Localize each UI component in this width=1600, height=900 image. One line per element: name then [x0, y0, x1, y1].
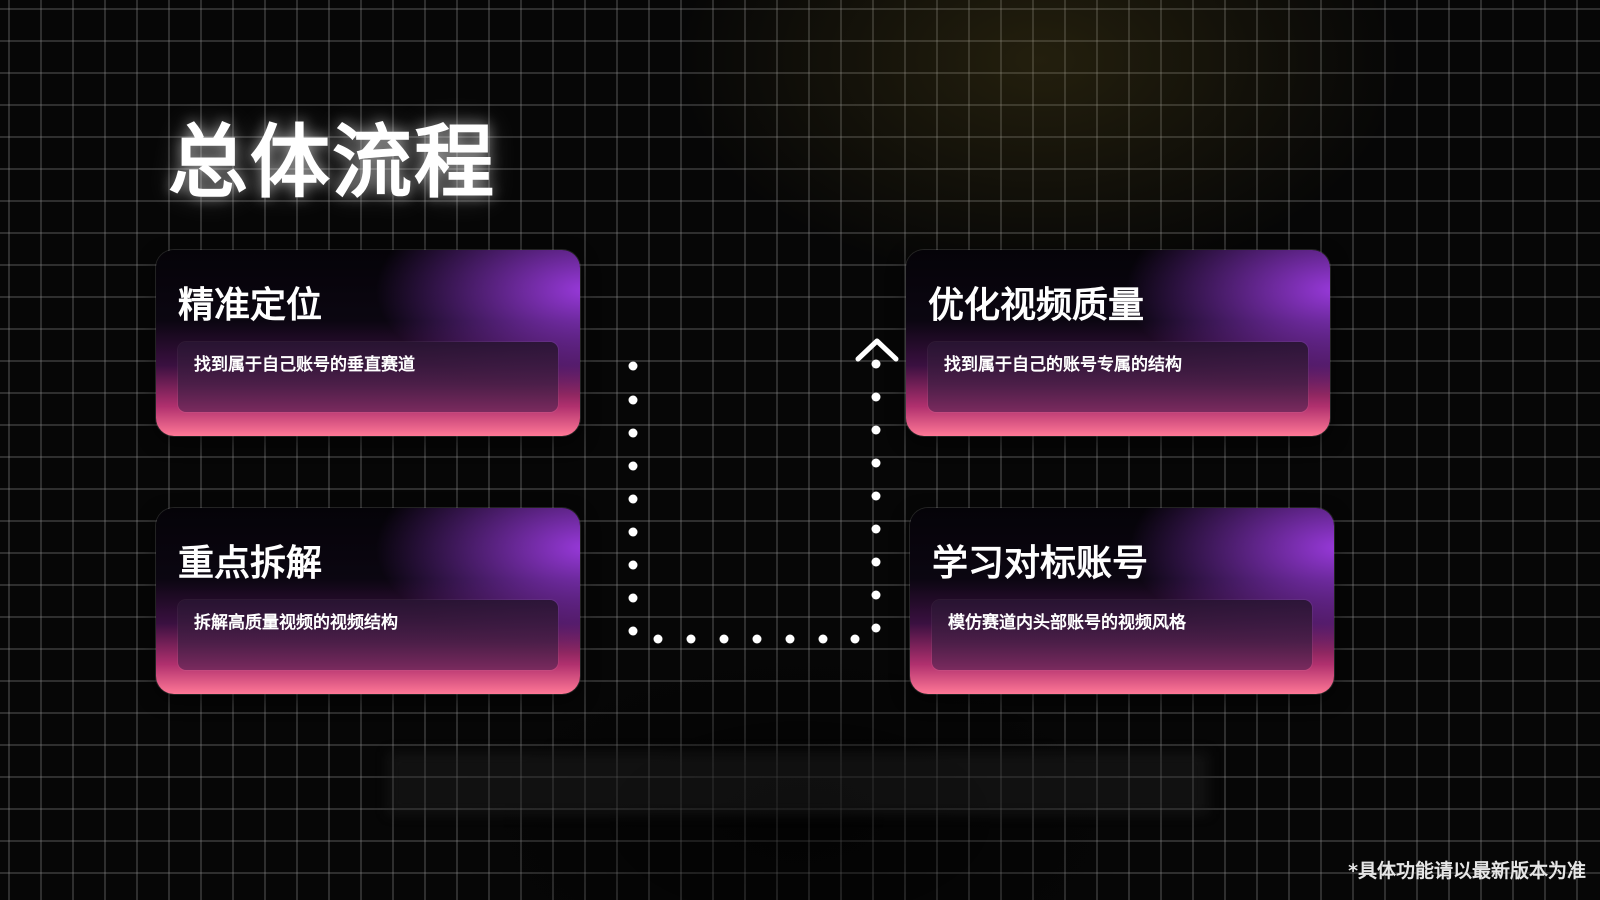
- page-title: 总体流程: [168, 116, 496, 209]
- step-card-optimize: 优化视频质量 找到属于自己的账号专属的结构: [906, 250, 1330, 436]
- footnote: *具体功能请以最新版本为准: [1348, 860, 1586, 882]
- step-card-breakdown: 重点拆解 拆解高质量视频的视频结构: [156, 508, 580, 694]
- step-card-description: 找到属于自己账号的垂直赛道: [194, 355, 415, 375]
- step-card-description-box: 拆解高质量视频的视频结构: [178, 600, 558, 670]
- step-card-description-box: 找到属于自己的账号专属的结构: [928, 342, 1308, 412]
- step-card-positioning: 精准定位 找到属于自己账号的垂直赛道: [156, 250, 580, 436]
- step-card-description: 模仿赛道内头部账号的视频风格: [948, 613, 1186, 633]
- arrow-up-icon: [855, 338, 899, 362]
- blurred-caption: [388, 752, 1208, 814]
- step-card-title: 精准定位: [178, 285, 323, 326]
- dotted-path: [628, 359, 881, 644]
- step-card-description-box: 模仿赛道内头部账号的视频风格: [932, 600, 1312, 670]
- step-card-benchmark: 学习对标账号 模仿赛道内头部账号的视频风格: [910, 508, 1334, 694]
- step-card-title: 学习对标账号: [932, 543, 1149, 584]
- step-card-title: 优化视频质量: [928, 285, 1145, 326]
- step-card-description-box: 找到属于自己账号的垂直赛道: [178, 342, 558, 412]
- step-card-title: 重点拆解: [178, 543, 323, 584]
- step-card-description: 拆解高质量视频的视频结构: [194, 613, 398, 633]
- step-card-description: 找到属于自己的账号专属的结构: [944, 355, 1182, 375]
